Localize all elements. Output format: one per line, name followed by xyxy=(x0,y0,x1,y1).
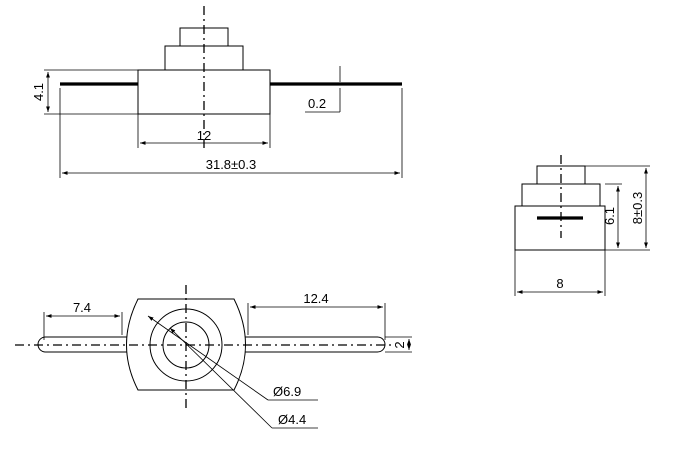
outer-diameter-label: Ø6.9 xyxy=(273,384,301,399)
front-overall-length-label: 31.8±0.3 xyxy=(206,157,257,172)
side-body-height-label: 6.1 xyxy=(602,207,617,225)
side-body xyxy=(514,205,606,251)
top-pin-width-label: 2 xyxy=(392,341,407,348)
inner-diameter-leader xyxy=(169,327,273,429)
side-width-label: 8 xyxy=(556,276,563,291)
front-view: 4.1 0.2 12 31.8±0.3 xyxy=(31,6,403,178)
front-height-label: 4.1 xyxy=(31,83,46,101)
side-button-top xyxy=(536,165,586,185)
side-view: 6.1 8±0.3 8 xyxy=(514,155,650,296)
top-view: 7.4 12.4 2 Ø6.9 Ø4.4 xyxy=(15,285,412,429)
outer-diameter-leader xyxy=(147,315,269,401)
top-pin-right-label: 12.4 xyxy=(303,291,328,306)
side-total-height-label: 8±0.3 xyxy=(630,192,645,224)
inner-diameter-label: Ø4.4 xyxy=(278,412,306,427)
front-body-width-label: 12 xyxy=(197,128,211,143)
top-pin-left-label: 7.4 xyxy=(73,300,91,315)
front-pin-thickness-label: 0.2 xyxy=(308,96,326,111)
